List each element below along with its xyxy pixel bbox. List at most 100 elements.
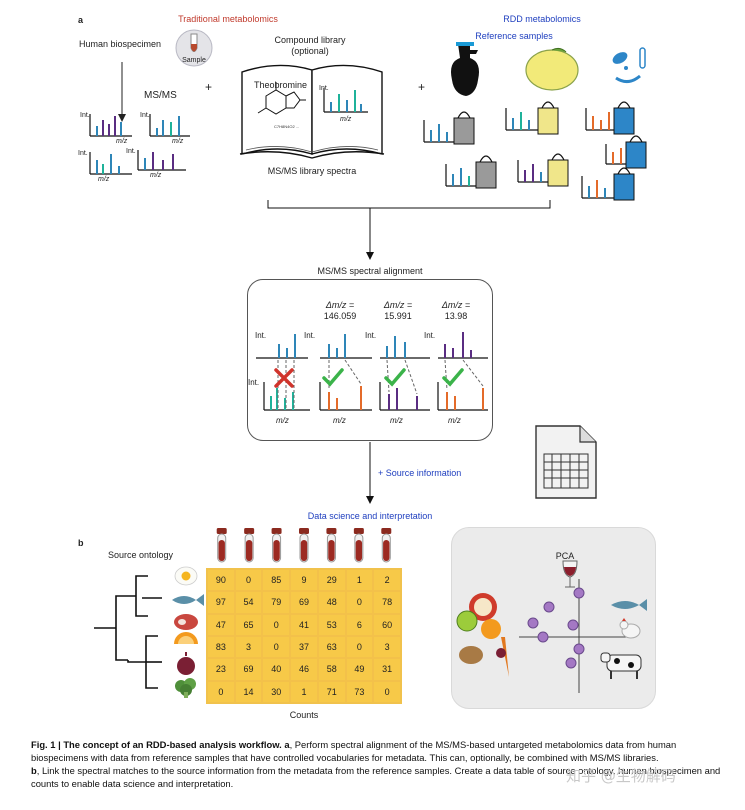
table-cell: 90 bbox=[208, 570, 234, 591]
mz-label-1: m/z bbox=[116, 138, 128, 145]
reference-samples-label: Reference samples bbox=[475, 31, 553, 41]
alignment-box bbox=[247, 279, 493, 441]
alignment-title: MS/MS spectral alignment bbox=[317, 266, 423, 276]
spectrum-2 bbox=[149, 114, 190, 137]
human-biospecimen-label: Human biospecimen bbox=[78, 39, 162, 49]
ref-spectrum-microbe-2 bbox=[605, 135, 647, 169]
table-cell: 3 bbox=[235, 637, 262, 658]
ref-spectrum-microbe-3 bbox=[581, 167, 635, 201]
caption-b-letter: b bbox=[31, 765, 37, 776]
soap-bottle-icon bbox=[451, 42, 479, 96]
alignment-spectra bbox=[256, 332, 488, 411]
compound-library-label: Compound library bbox=[274, 35, 346, 45]
theobromine-label: Theobromine bbox=[254, 80, 308, 90]
library-spectra-label: MS/MS library spectra bbox=[267, 166, 357, 176]
int-label-4: Int. bbox=[126, 148, 136, 155]
table-cell: 53 bbox=[318, 614, 345, 635]
alignment-arrow bbox=[366, 442, 374, 504]
orange-icon bbox=[174, 632, 198, 644]
food-icons bbox=[172, 566, 204, 698]
spectrum-1 bbox=[89, 114, 132, 137]
source-information-label: + Source information bbox=[378, 468, 462, 478]
ontology-dendrogram bbox=[94, 575, 162, 689]
delta-label-3: Δm/z = bbox=[441, 300, 471, 310]
table-cell: 83 bbox=[208, 637, 234, 658]
plus-sign-1: + bbox=[205, 80, 213, 94]
table-cell: 3 bbox=[374, 637, 400, 658]
int-label-1: Int. bbox=[80, 112, 90, 119]
table-cell: 47 bbox=[208, 614, 234, 635]
table-cell: 2 bbox=[374, 570, 400, 591]
delta-label-1: Δm/z = bbox=[325, 300, 355, 310]
align-int-top-4: Int. bbox=[424, 331, 436, 340]
lemon-icon bbox=[525, 47, 579, 91]
msms-label: MS/MS bbox=[144, 90, 177, 101]
fish-icon bbox=[172, 594, 204, 606]
table-cell: 69 bbox=[291, 592, 317, 613]
cow-icon bbox=[600, 652, 642, 679]
table-cell: 60 bbox=[374, 614, 400, 635]
table-cell: 0 bbox=[208, 681, 234, 702]
blood-tube-icon bbox=[299, 528, 309, 563]
blood-tube-icon bbox=[381, 528, 392, 563]
table-cell: 9 bbox=[291, 570, 317, 591]
table-cell: 73 bbox=[346, 681, 373, 702]
caption-a-letter: a bbox=[284, 739, 290, 750]
traditional-metabolomics-title: Traditional metabolomics bbox=[178, 14, 278, 24]
meat-icon bbox=[174, 614, 198, 630]
panel-a-letter: a bbox=[78, 15, 84, 25]
caption-b-text: , Link the spectral matches to the sourc… bbox=[31, 765, 721, 789]
alignment-column-2 bbox=[319, 334, 372, 411]
bracket-arrow bbox=[267, 200, 551, 260]
watermark-text: 知乎 @生物解码 bbox=[566, 767, 676, 785]
ref-spectrum-lemon-1 bbox=[505, 101, 559, 135]
data-science-label: Data science and interpretation bbox=[307, 511, 433, 521]
table-cell: 97 bbox=[208, 592, 234, 613]
blood-tube-icon bbox=[271, 528, 282, 563]
pca-title: PCA bbox=[555, 551, 575, 561]
align-mz-1: m/z bbox=[276, 416, 289, 425]
table-cell: 79 bbox=[263, 592, 290, 613]
align-int-bottom-1: Int. bbox=[248, 378, 260, 387]
counts-label: Counts bbox=[289, 710, 319, 720]
library-mz-label: m/z bbox=[340, 116, 352, 123]
blood-tube-icon bbox=[244, 528, 255, 563]
align-int-top-1: Int. bbox=[255, 331, 267, 340]
data-table-icon bbox=[535, 425, 597, 499]
ref-spectrum-lemon-2 bbox=[517, 153, 569, 187]
table-cell: 48 bbox=[318, 592, 345, 613]
caption-a-text: , Perform spectral alignment of the MS/M… bbox=[31, 739, 677, 763]
sample-tube-label: Sample bbox=[182, 57, 206, 64]
table-cell: 1 bbox=[346, 570, 373, 591]
delta-label-2: Δm/z = bbox=[383, 300, 413, 310]
table-cell: 23 bbox=[208, 659, 234, 680]
table-cell: 58 bbox=[318, 659, 345, 680]
library-book-icon: C7H8N4O2 ... bbox=[239, 64, 385, 159]
caption-fig-title: Fig. 1 | The concept of an RDD-based ana… bbox=[31, 739, 282, 750]
alignment-column-3 bbox=[379, 336, 430, 411]
ref-spectrum-soap-1 bbox=[423, 111, 475, 145]
table-cell: 54 bbox=[235, 592, 262, 613]
align-mz-3: m/z bbox=[390, 416, 403, 425]
sample-tube-icon: Sample bbox=[175, 29, 213, 67]
mz-label-4: m/z bbox=[150, 172, 162, 179]
source-ontology-label: Source ontology bbox=[108, 550, 174, 560]
optional-label: (optional) bbox=[291, 46, 329, 56]
delta-value-3: 13.98 bbox=[444, 311, 468, 321]
int-label-2: Int. bbox=[140, 112, 150, 119]
alignment-column-4 bbox=[437, 332, 488, 411]
table-cell: 6 bbox=[346, 614, 373, 635]
rdd-metabolomics-title: RDD metabolomics bbox=[503, 14, 581, 24]
pca-plot bbox=[456, 560, 647, 693]
table-cell: 0 bbox=[346, 592, 373, 613]
plus-sign-2: + bbox=[418, 80, 426, 94]
egg-icon bbox=[174, 566, 198, 586]
broccoli-icon bbox=[175, 678, 196, 698]
align-int-top-2: Int. bbox=[304, 331, 316, 340]
table-cell: 71 bbox=[318, 681, 345, 702]
panel-b-letter: b bbox=[78, 538, 84, 548]
table-cell: 0 bbox=[263, 637, 290, 658]
table-cell: 0 bbox=[374, 681, 400, 702]
int-label-3: Int. bbox=[78, 150, 88, 157]
spectrum-4 bbox=[137, 150, 186, 171]
